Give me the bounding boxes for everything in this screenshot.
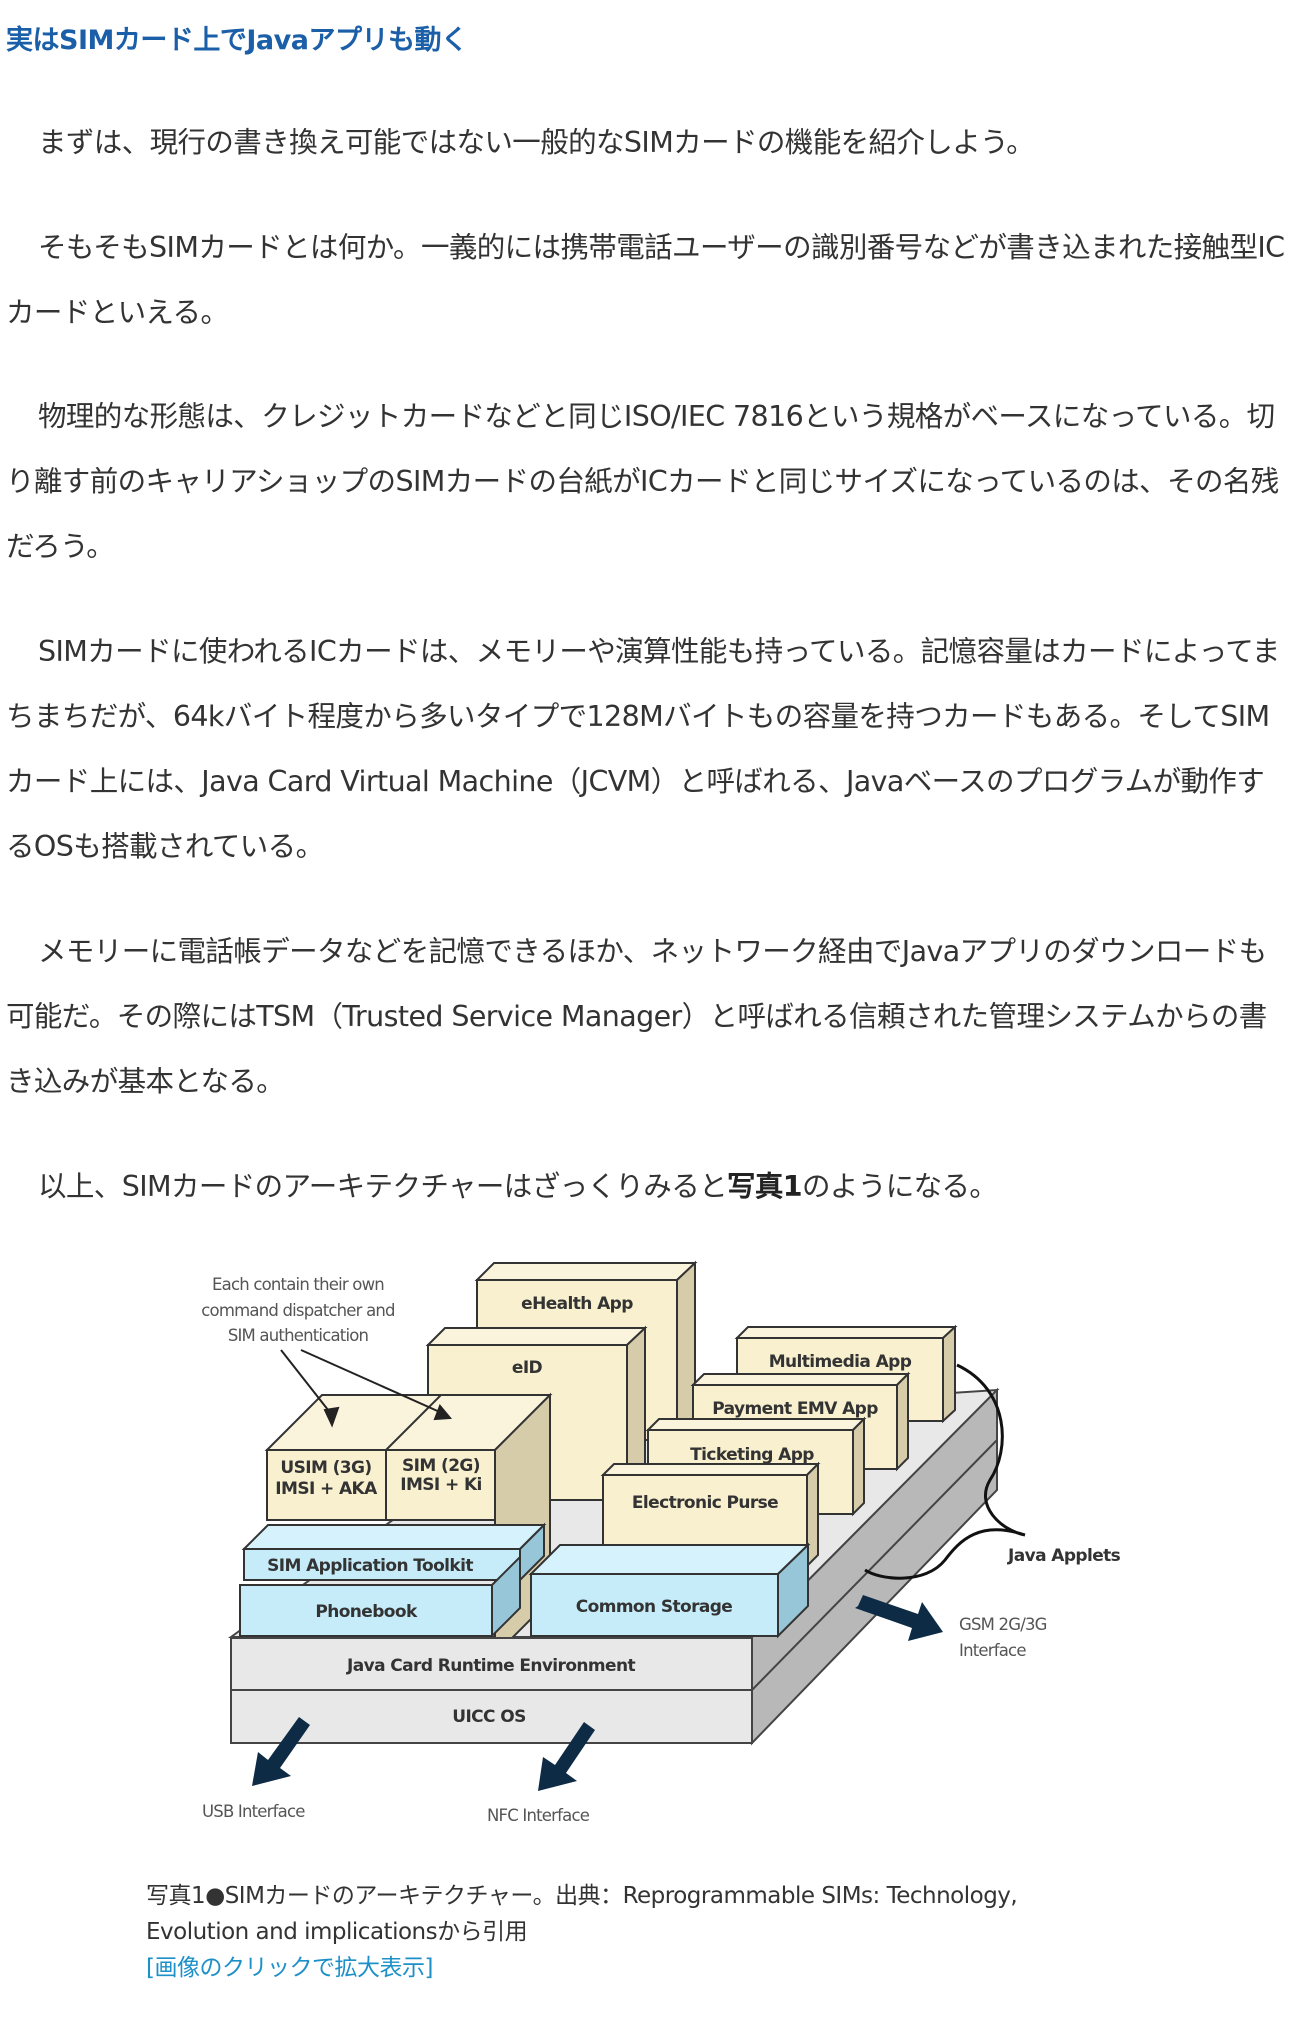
label-common-storage: Common Storage (576, 1597, 733, 1617)
label-uicc-os: UICC OS (452, 1707, 526, 1727)
label-phonebook: Phonebook (315, 1602, 418, 1622)
note-line1: Each contain their own (212, 1275, 384, 1294)
section-heading: 実はSIMカード上でJavaアプリも動く (6, 25, 468, 56)
paragraph: SIMカードに使われるICカードは、メモリーや演算性能も持っている。記憶容量はカ… (6, 635, 1280, 863)
platform-side-divider (751, 1439, 998, 1691)
paragraph: メモリーに電話帳データなどを記憶できるほか、ネットワーク経由でJavaアプリのダ… (6, 935, 1267, 1098)
label-payment: Payment EMV App (712, 1399, 878, 1419)
box-phonebook: Phonebook (239, 1554, 521, 1639)
layer-jcre: Java Card Runtime Environment (230, 1637, 753, 1691)
label-gsm-line2: Interface (959, 1641, 1026, 1660)
label-jcre: Java Card Runtime Environment (346, 1656, 635, 1676)
label-sim-line2: IMSI + Ki (400, 1475, 482, 1495)
label-usim-line1: USIM (3G) (280, 1458, 371, 1478)
label-sim-line1: SIM (2G) (402, 1456, 480, 1476)
usb-arrow-icon (252, 1717, 310, 1786)
note-line2: command dispatcher and (201, 1301, 394, 1320)
sim-architecture-figure[interactable]: eHealth App eID Multimedia App Payment E… (170, 1250, 1160, 1850)
paragraph: まずは、現行の書き換え可能ではない一般的なSIMカードの機能を紹介しよう。 (38, 126, 1035, 159)
label-java-applets: Java Applets (1007, 1546, 1121, 1566)
label-sim-toolkit: SIM Application Toolkit (267, 1556, 473, 1576)
box-sim-toolkit: SIM Application Toolkit (241, 1522, 547, 1583)
label-multimedia: Multimedia App (769, 1352, 912, 1372)
box-common-storage: Common Storage (528, 1542, 811, 1639)
label-ehealth: eHealth App (521, 1294, 633, 1314)
caption-line: Evolution and implicationsから引用 (146, 1919, 528, 1945)
nfc-arrow-icon (538, 1722, 595, 1791)
label-usb-interface: USB Interface (202, 1802, 305, 1821)
note-line3: SIM authentication (228, 1326, 369, 1345)
label-gsm-line1: GSM 2G/3G (959, 1615, 1047, 1634)
label-electronic-purse: Electronic Purse (632, 1493, 778, 1513)
label-nfc-interface: NFC Interface (487, 1806, 590, 1825)
paragraph-text: 以上、SIMカードのアーキテクチャーはざっくりみると (38, 1170, 728, 1203)
paragraph: 以上、SIMカードのアーキテクチャーはざっくりみると写真1のようになる。 (6, 1154, 1290, 1219)
paragraph: 物理的な形態は、クレジットカードなどと同じISO/IEC 7816という規格がベ… (6, 400, 1279, 563)
sim-architecture-diagram[interactable]: eHealth App eID Multimedia App Payment E… (170, 1250, 1160, 1850)
label-ticketing: Ticketing App (690, 1445, 814, 1465)
enlarge-image-link[interactable]: [画像のクリックで拡大表示] (146, 1955, 433, 1981)
paragraph: そもそもSIMカードとは何か。一義的には携帯電話ユーザーの識別番号などが書き込ま… (6, 231, 1285, 329)
layer-uicc-os: UICC OS (230, 1689, 753, 1744)
figure-caption: 写真1●SIMカードのアーキテクチャー。出典：Reprogrammable SI… (146, 1878, 1146, 1986)
label-usim-line2: IMSI + AKA (275, 1479, 378, 1499)
note-arrows (280, 1349, 453, 1428)
java-applets-brace (864, 1363, 1026, 1580)
caption-line: 写真1●SIMカードのアーキテクチャー。出典：Reprogrammable SI… (146, 1883, 1018, 1909)
gsm-arrow-icon (855, 1595, 943, 1641)
paragraph-text: のようになる。 (802, 1170, 998, 1203)
label-eid: eID (512, 1358, 543, 1378)
figure-reference: 写真1 (727, 1170, 803, 1203)
